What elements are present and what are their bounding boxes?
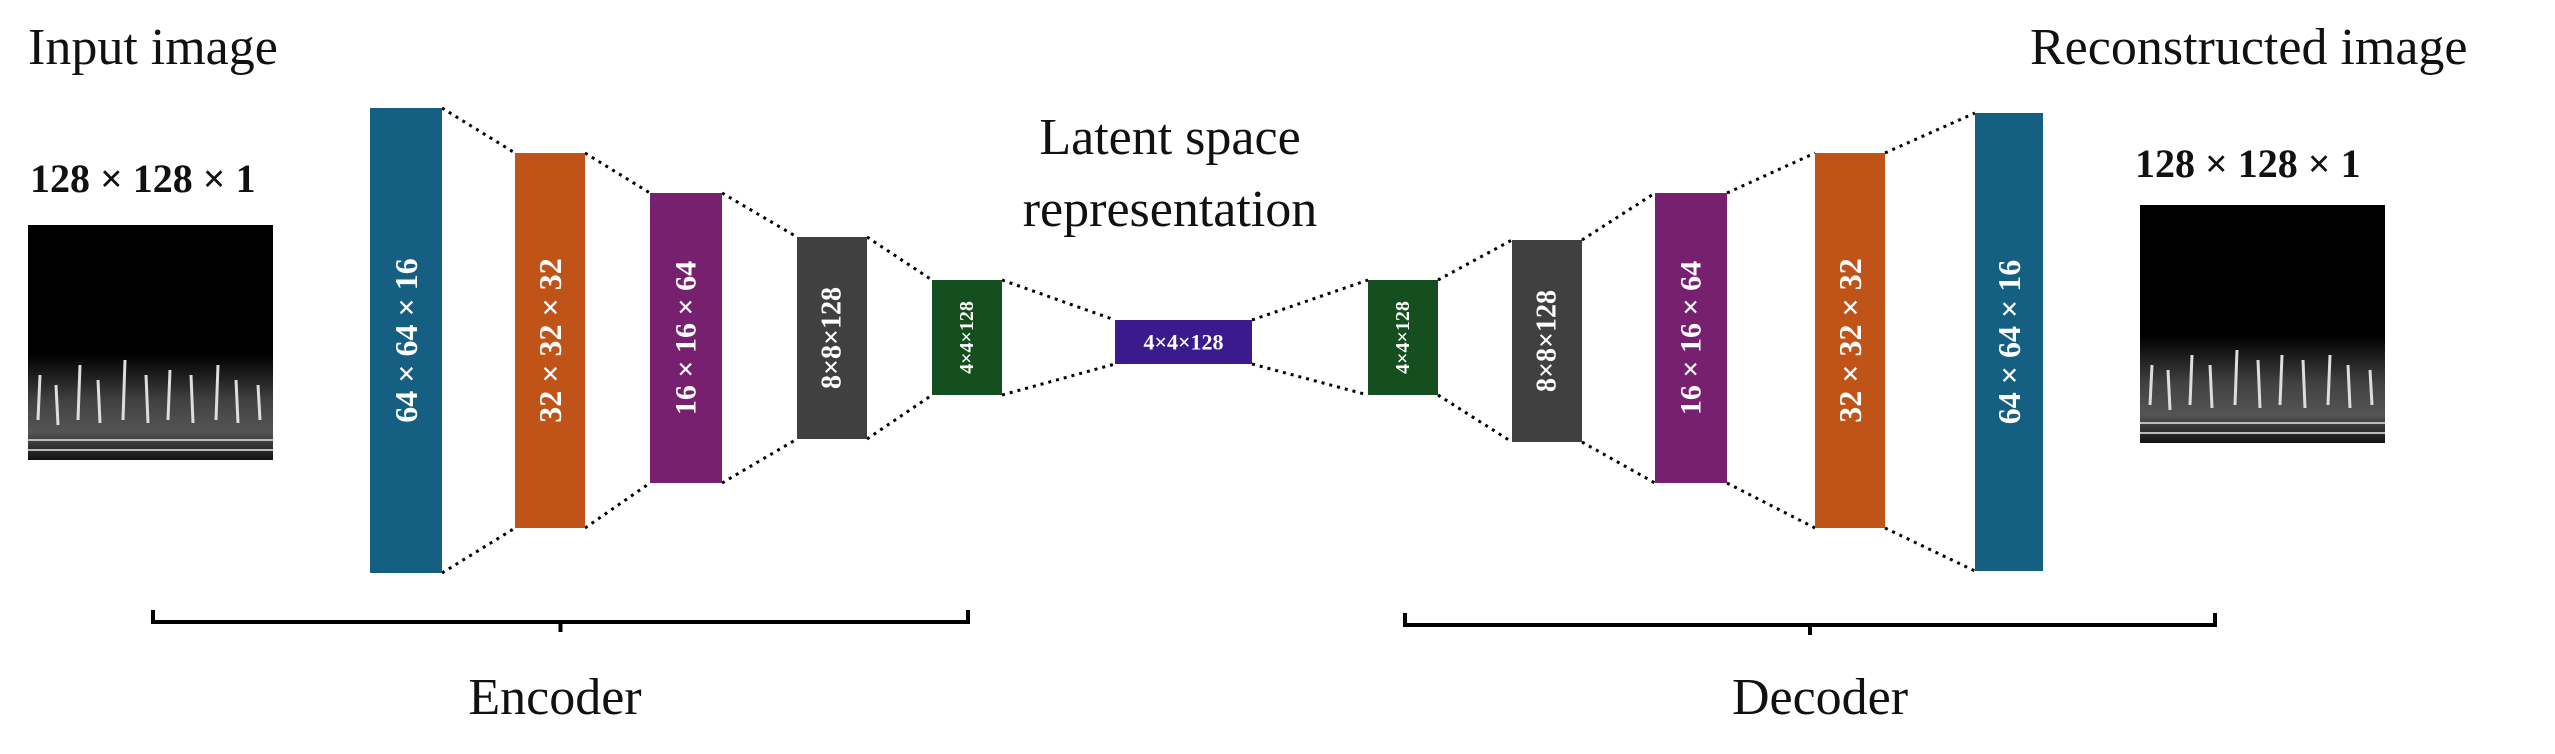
encoder-block-label-4: 8×8×128 [817, 287, 848, 389]
encoder-connector-3-bottom [721, 437, 798, 485]
encoder-block-3 [650, 193, 722, 483]
decoder-block-3 [1655, 193, 1727, 483]
decoder-block-1 [1368, 280, 1438, 395]
encoder-block-1 [370, 108, 442, 573]
decoder-block-label-5: 64 × 64 × 16 [1991, 260, 2027, 424]
encoder-block-5 [932, 280, 1002, 395]
decoder-block-label-1: 4×4×128 [1392, 301, 1414, 374]
reconstructed-spectrogram-graphic [2140, 205, 2385, 443]
decoder-block-label-3: 16 × 16 × 64 [1675, 261, 1708, 415]
reconstructed-image-title: Reconstructed image [2030, 19, 2468, 76]
encoder-connector-2-bottom [584, 481, 651, 530]
encoder-connector-3-top [721, 191, 798, 239]
input-spectrogram-image [28, 225, 273, 460]
input-image-title: Input image [28, 19, 278, 76]
encoder-block-label-5: 4×4×128 [956, 301, 978, 374]
encoder-block-4 [797, 237, 867, 439]
encoder-connector-4-bottom [866, 393, 933, 441]
encoder-label: Encoder [468, 669, 642, 726]
encoder-connector-2-top [584, 151, 651, 195]
decoder-connector-2-top [1581, 191, 1656, 242]
decoder-block-2 [1512, 240, 1582, 442]
encoder-connector-4-top [866, 235, 933, 282]
latent-decoder-connector-top [1251, 278, 1369, 322]
encoder-block-label-1: 64 × 64 × 16 [388, 258, 424, 422]
decoder-connector-2-bottom [1581, 440, 1656, 485]
encoder-latent-connector-top [1001, 278, 1116, 322]
reconstructed-image-dims: 128 × 128 × 1 [2135, 141, 2361, 186]
decoder-connector-3-bottom [1726, 481, 1816, 530]
latent-title-line1: Latent space [1039, 109, 1301, 166]
encoder-latent-connector-bottom [1001, 362, 1116, 397]
latent-block-label: 4×4×128 [1143, 330, 1223, 355]
encoder-block-label-3: 16 × 16 × 64 [670, 261, 703, 415]
latent-decoder-connector-bottom [1251, 362, 1369, 397]
decoder-connector-3-top [1726, 151, 1816, 195]
decoder-block-5 [1975, 113, 2043, 571]
decoder-block-label-4: 32 × 32 × 32 [1832, 258, 1868, 422]
latent-block [1115, 320, 1252, 364]
encoder-block-2 [515, 153, 585, 528]
decoder-connector-4-top [1884, 111, 1976, 155]
decoder-brace [1403, 613, 2217, 635]
encoder-connector-1-bottom [441, 526, 516, 575]
latent-title-line2: representation [1022, 181, 1318, 238]
decoder-connector-1-top [1437, 238, 1513, 282]
decoder-label: Decoder [1731, 669, 1909, 726]
decoder-connector-4-bottom [1884, 526, 1976, 573]
reconstructed-spectrogram-image [2140, 205, 2385, 443]
encoder-block-label-2: 32 × 32 × 32 [532, 258, 568, 422]
input-image-dims: 128 × 128 × 1 [30, 156, 256, 201]
decoder-block-4 [1815, 153, 1885, 528]
decoder-block-label-2: 8×8×128 [1532, 290, 1563, 392]
encoder-brace [151, 610, 970, 632]
input-spectrogram-graphic [28, 225, 273, 460]
decoder-connector-1-bottom [1437, 393, 1513, 444]
encoder-connector-1-top [441, 106, 516, 155]
